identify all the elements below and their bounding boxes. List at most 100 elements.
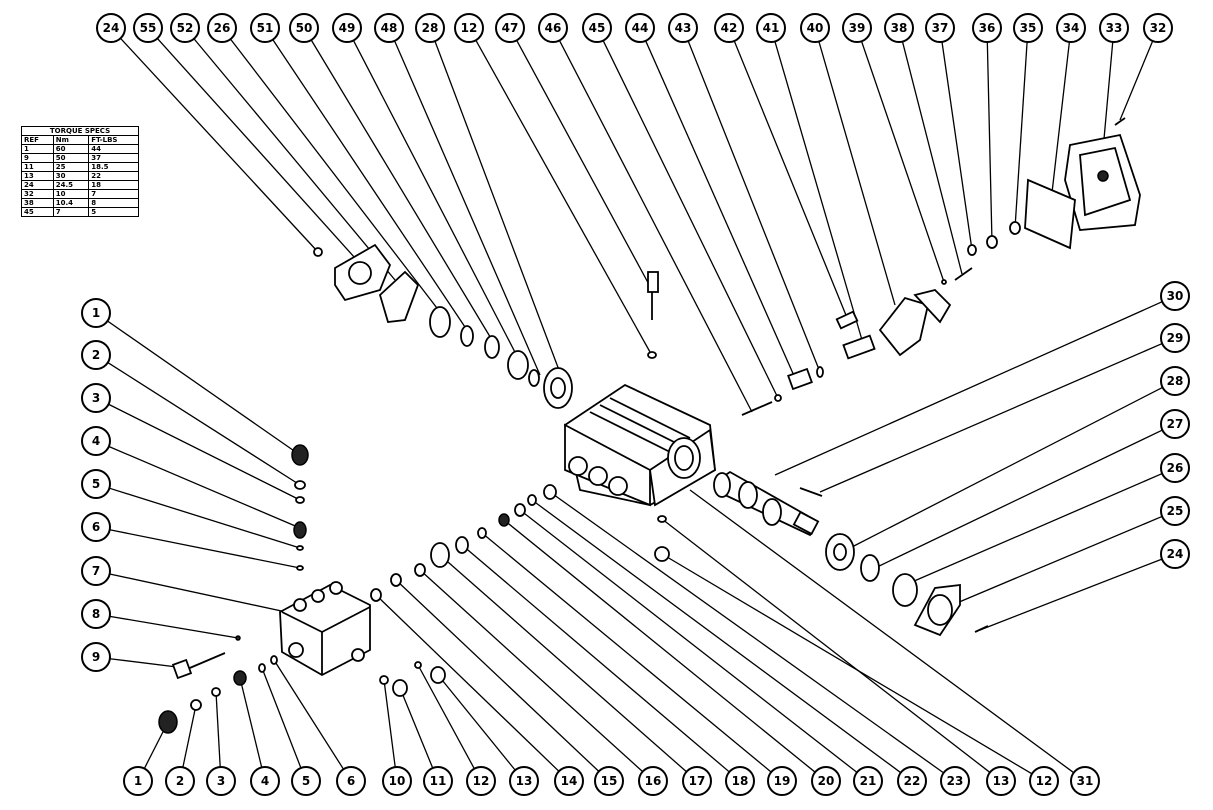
leader-line — [120, 37, 319, 253]
leader-line — [516, 39, 653, 291]
callout-number: 19 — [774, 774, 791, 788]
callout-bottom-4: 4 — [250, 766, 280, 796]
callout-left-4: 4 — [81, 426, 111, 456]
callout-right-29: 29 — [1160, 323, 1190, 353]
callout-circle — [250, 766, 280, 796]
callout-bottom-13: 13 — [986, 766, 1016, 796]
leader-line — [375, 594, 560, 772]
callout-circle — [81, 512, 111, 542]
callout-number: 1 — [134, 774, 142, 788]
callout-number: 48 — [381, 21, 398, 35]
callout-circle — [972, 13, 1002, 43]
callout-circle — [638, 766, 668, 796]
leader-line — [774, 41, 863, 341]
leader-line — [689, 489, 1075, 774]
leader-line — [661, 553, 1033, 775]
callout-number: 12 — [1036, 774, 1053, 788]
callout-bottom-2: 2 — [165, 766, 195, 796]
callout-right-28: 28 — [1160, 366, 1190, 396]
leader-line — [109, 529, 301, 569]
callout-number: 5 — [302, 774, 310, 788]
callout-number: 39 — [849, 21, 866, 35]
callout-bottom-22: 22 — [897, 766, 927, 796]
leader-line — [818, 41, 896, 306]
callout-circle — [81, 340, 111, 370]
leader-line — [393, 40, 541, 376]
callout-top-43: 43 — [668, 13, 698, 43]
callout-top-35: 35 — [1013, 13, 1043, 43]
callout-bottom-31: 31 — [1070, 766, 1100, 796]
callout-number: 29 — [1167, 331, 1184, 345]
callout-circle — [1143, 13, 1173, 43]
callout-circle — [554, 766, 584, 796]
callout-bottom-20: 20 — [811, 766, 841, 796]
callout-number: 30 — [1167, 289, 1184, 303]
callout-number: 52 — [177, 21, 194, 35]
callout-circle — [207, 13, 237, 43]
callout-number: 13 — [993, 774, 1010, 788]
leader-line — [107, 320, 301, 456]
leader-line — [1014, 41, 1028, 229]
callout-left-8: 8 — [81, 599, 111, 629]
leader-line — [419, 569, 644, 773]
callout-circle — [96, 13, 126, 43]
leader-line — [273, 659, 345, 770]
callout-circle — [1160, 496, 1190, 526]
callout-top-36: 36 — [972, 13, 1002, 43]
callout-circle — [897, 766, 927, 796]
callout-circle — [454, 13, 484, 43]
leader-line — [661, 518, 991, 773]
callout-bottom-17: 17 — [682, 766, 712, 796]
callout-number: 38 — [891, 21, 908, 35]
callout-circle — [374, 13, 404, 43]
callout-circle — [509, 766, 539, 796]
callout-circle — [1070, 766, 1100, 796]
callout-number: 50 — [296, 21, 313, 35]
leader-line — [1119, 40, 1154, 121]
callout-circle — [884, 13, 914, 43]
callout-left-2: 2 — [81, 340, 111, 370]
torque-cell: 7 — [52, 207, 90, 217]
callout-number: 43 — [675, 21, 692, 35]
callout-number: 46 — [545, 21, 562, 35]
callout-circle — [538, 13, 568, 43]
callout-number: 13 — [516, 774, 533, 788]
callout-number: 41 — [763, 21, 780, 35]
callout-bottom-19: 19 — [767, 766, 797, 796]
callout-number: 4 — [92, 434, 100, 448]
callout-number: 44 — [632, 21, 649, 35]
leader-line — [109, 487, 301, 549]
callout-top-12: 12 — [454, 13, 484, 43]
callout-number: 34 — [1063, 21, 1080, 35]
callout-circle — [495, 13, 525, 43]
leader-line — [549, 491, 944, 774]
leader-line — [108, 403, 301, 501]
callout-top-50: 50 — [289, 13, 319, 43]
leader-line — [687, 40, 821, 373]
callout-number: 2 — [92, 348, 100, 362]
leader-line — [774, 301, 1163, 476]
leader-line — [437, 674, 516, 771]
leader-line — [986, 41, 993, 243]
callout-bottom-18: 18 — [725, 766, 755, 796]
leader-line — [108, 445, 301, 529]
callout-top-48: 48 — [374, 13, 404, 43]
callout-number: 26 — [1167, 461, 1184, 475]
callout-bottom-23: 23 — [940, 766, 970, 796]
callout-number: 23 — [947, 774, 964, 788]
callout-circle — [81, 298, 111, 328]
leader-line — [109, 658, 186, 669]
leader-line — [272, 39, 468, 331]
callout-top-38: 38 — [884, 13, 914, 43]
callout-circle — [332, 13, 362, 43]
callout-bottom-14: 14 — [554, 766, 584, 796]
callout-number: 42 — [721, 21, 738, 35]
callout-number: 47 — [502, 21, 519, 35]
callout-number: 28 — [422, 21, 439, 35]
callout-circle — [682, 766, 712, 796]
callout-top-40: 40 — [800, 13, 830, 43]
callout-circle — [81, 599, 111, 629]
connecting-rods — [787, 289, 952, 391]
callout-top-32: 32 — [1143, 13, 1173, 43]
callout-number: 25 — [1167, 504, 1184, 518]
